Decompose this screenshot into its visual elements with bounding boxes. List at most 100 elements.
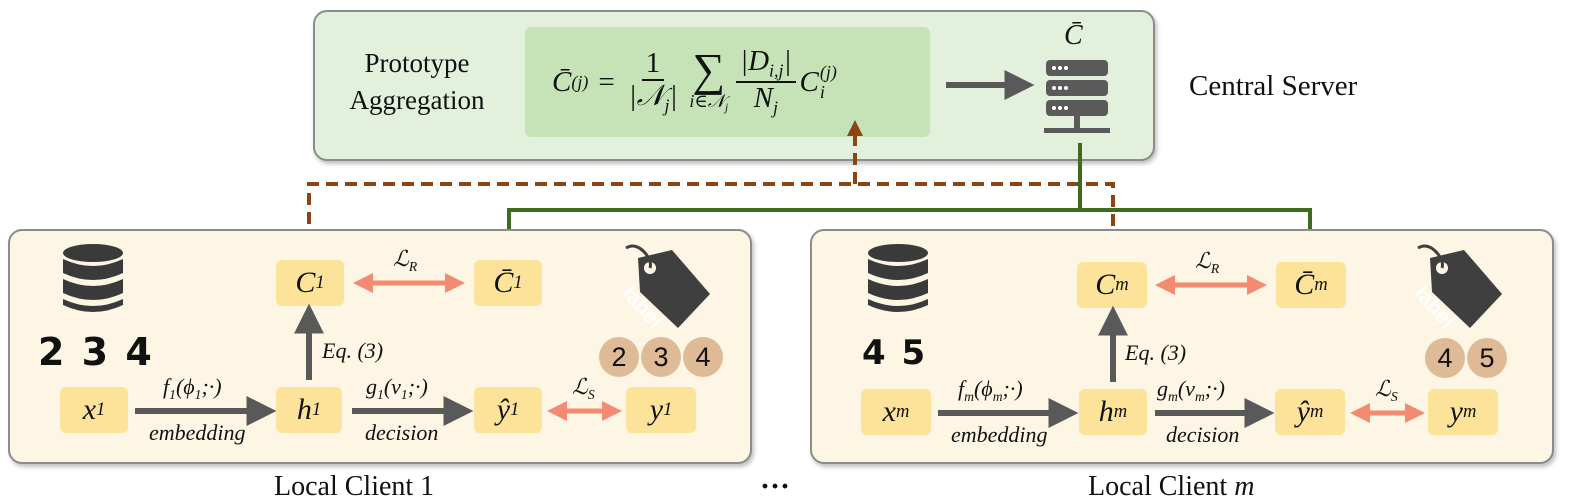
loss-r-label-1: ℒR	[393, 246, 417, 275]
cbarm-sub: m	[1314, 274, 1328, 295]
formula-frac-1: 1 |𝒩j|	[625, 48, 682, 116]
frac2-num-sub: i,j	[769, 60, 784, 81]
loss-r-m: ℒ	[1195, 248, 1211, 273]
ym-var: y	[1449, 395, 1463, 428]
gm-args: (v	[1177, 376, 1195, 401]
fm-label: fm(ϕm;·)	[958, 376, 1023, 405]
sum-sub-sub: j	[725, 101, 729, 114]
term-sub: i	[819, 82, 825, 102]
hm-var: h	[1098, 395, 1114, 428]
f1-sub: 1	[169, 386, 176, 402]
label-badge-ma: 4	[1425, 338, 1465, 378]
title-line-1: Prototype	[364, 48, 470, 78]
f1-name: f	[163, 374, 170, 399]
yhat1-var: ŷ	[496, 393, 511, 426]
y1-var: y	[649, 393, 664, 426]
embedding-label-1: embedding	[149, 420, 246, 445]
cbar1-var: C̄	[493, 266, 514, 299]
loss-r-label-m: ℒR	[1195, 248, 1219, 277]
loss-s-sub-1: S	[587, 386, 595, 402]
term-sup: (j)	[819, 62, 837, 82]
prototype-aggregation-title: Prototype Aggregation	[337, 45, 497, 119]
eq-ref-1: Eq. (3)	[322, 338, 384, 363]
y1-sub: 1	[663, 399, 673, 420]
aggregation-formula: C̄(j) = 1 |𝒩j| ∑ i∈𝒩j |Di,j| Nj C (j) i	[552, 30, 837, 134]
loss-r-sub-1: R	[408, 258, 418, 274]
h1-var: h	[296, 393, 312, 426]
label-badge-1b: 3	[641, 337, 681, 377]
f1-args-sub: 1	[194, 386, 202, 402]
gm-args-end: ;·)	[1204, 376, 1225, 401]
yhat1-sub: 1	[510, 399, 520, 420]
client-1-caption: Local Client 1	[274, 471, 435, 502]
gm-sub: m	[1168, 388, 1178, 404]
term-c: C	[799, 65, 819, 98]
g1-args-sub: 1	[400, 386, 408, 402]
loss-s-sub-m: S	[1390, 388, 1398, 404]
yhatm-var: ŷ	[1296, 395, 1310, 428]
cm-sub: m	[1115, 274, 1129, 295]
loss-s-label-1: ℒS	[572, 374, 595, 403]
title-line-2: Aggregation	[349, 85, 485, 115]
client-m-caption-text: Local Client	[1088, 471, 1235, 502]
embedding-label-m: embedding	[951, 422, 1048, 447]
label-badge-1c: 4	[683, 337, 723, 377]
loss-r-1: ℒ	[393, 246, 409, 271]
frac2-num: |D	[740, 45, 770, 78]
label-badge-mb: 5	[1467, 338, 1507, 378]
to-server-arrow	[946, 70, 1035, 100]
xm-sub: m	[895, 401, 910, 422]
f1-args: (ϕ	[175, 374, 195, 399]
f1-label: f1(ϕ1;·)	[163, 374, 222, 403]
loss-s-1: ℒ	[572, 374, 588, 399]
handwritten-digits-1: 2 3 4	[38, 330, 154, 374]
formula-frac-2: |Di,j| Nj	[736, 45, 796, 117]
node-cbar1: C̄1	[474, 260, 542, 306]
formula-lhs-sup: (j)	[571, 71, 589, 92]
formula-lhs: C̄	[552, 65, 572, 98]
h1-sub: 1	[311, 399, 322, 420]
g1-sub: 1	[377, 386, 384, 402]
cbar1-sub: 1	[513, 272, 523, 293]
c1-sub: 1	[315, 272, 325, 293]
aggregation-formula-box	[525, 27, 930, 137]
upload-path	[307, 182, 1115, 262]
gm-label: gm(vm;·)	[1157, 376, 1225, 405]
sum-sub: i∈𝒩	[689, 90, 725, 111]
xm-var: x	[882, 395, 896, 428]
server-prototype-symbol: C̄	[1064, 20, 1083, 51]
ym-sub: m	[1462, 401, 1477, 422]
label-badge-1a: 2	[599, 337, 639, 377]
frac2-den-sub: j	[772, 96, 778, 117]
fm-sub: m	[964, 388, 974, 404]
x1-sub: 1	[96, 399, 106, 420]
database-icon-m	[868, 244, 928, 312]
decision-label-m: decision	[1166, 422, 1240, 447]
cbarm-var: C̄	[1294, 268, 1315, 301]
server-icon	[1044, 60, 1110, 133]
loss-s-m: ℒ	[1375, 376, 1391, 401]
handwritten-digits-m: 4 5	[862, 333, 928, 373]
loss-r-sub-m: R	[1210, 260, 1220, 276]
node-cbarm: C̄m	[1276, 262, 1346, 308]
gm-name: g	[1157, 376, 1168, 401]
client1-arrows	[135, 273, 622, 426]
frac2-den: N	[753, 81, 773, 114]
c1-var: C	[295, 266, 316, 299]
label-tag-icon	[625, 244, 710, 328]
client-m-caption: Local Client m	[1088, 471, 1254, 503]
frac1-den-end: |	[669, 79, 678, 112]
frac1-den: |𝒩	[628, 79, 665, 112]
client-m-caption-var: m	[1234, 471, 1255, 502]
formula-term: C (j) i	[800, 62, 837, 102]
g1-name: g	[366, 374, 377, 399]
